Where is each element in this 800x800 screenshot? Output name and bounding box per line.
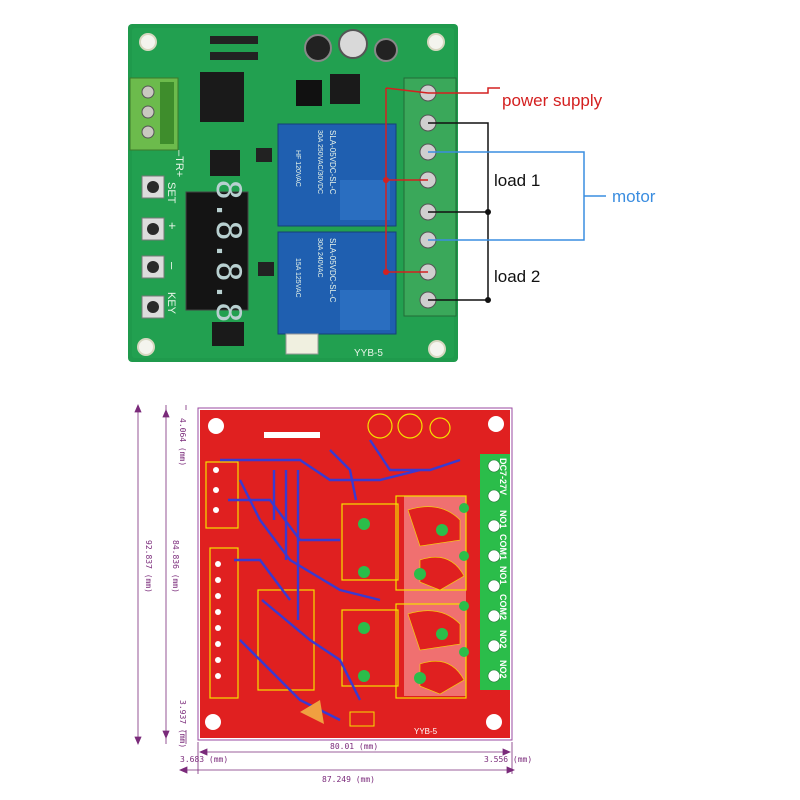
button-set	[141, 175, 165, 199]
terminal-label: NO1	[498, 566, 508, 585]
annotation-motor: motor	[612, 187, 656, 206]
svg-text:SLA-05VDC-SL-C: SLA-05VDC-SL-C	[328, 130, 337, 195]
svg-text:8.8.8.8: 8.8.8.8	[208, 179, 248, 322]
terminal-label: NO2	[498, 630, 508, 649]
board-label: YYB-5	[354, 348, 383, 359]
trigger-input-terminal	[129, 77, 179, 151]
svg-text:15A 125VAC: 15A 125VAC	[294, 258, 301, 298]
svg-text:30A 240VAC: 30A 240VAC	[316, 238, 323, 278]
svg-text:30A 250VAC/30VDC: 30A 250VAC/30VDC	[316, 130, 323, 194]
label-trigger: –TR+	[173, 150, 185, 177]
annotation-load-1: load 1	[494, 171, 540, 190]
terminal-column	[480, 454, 510, 690]
capacitors	[304, 29, 398, 62]
layout-board-label: YYB-5	[414, 727, 438, 736]
seven-segment-display: 8.8.8.8	[185, 179, 249, 323]
annotation-power-supply: power supply	[502, 91, 603, 110]
dim-right-margin: 3.556 (mm)	[484, 755, 532, 764]
label-plus: +	[165, 222, 180, 230]
button-minus	[141, 255, 165, 279]
button-plus	[141, 217, 165, 241]
button-key	[141, 295, 165, 319]
label-set: SET	[165, 182, 177, 204]
mount-hole	[137, 338, 155, 356]
label-minus: –	[165, 262, 180, 270]
wiring-lines	[383, 87, 606, 303]
terminal-label: DC7-27V	[498, 458, 508, 495]
label-key: KEY	[165, 292, 177, 315]
terminal-label: NO1	[498, 510, 508, 529]
svg-text:SLA-05VDC-SL-C: SLA-05VDC-SL-C	[328, 238, 337, 303]
mount-hole	[427, 33, 445, 51]
terminal-label: COM1	[498, 534, 508, 560]
dim-width-inner: 80.01 (mm)	[330, 742, 378, 751]
mount-hole	[139, 33, 157, 51]
jst-connector	[285, 333, 319, 355]
dim-left-margin: 3.683 (mm)	[180, 755, 228, 764]
jst-footprint	[300, 700, 324, 724]
pcb-layout-drawing: DC7-27V NO1 COM1 NO1 COM2 NO2 NO2 YYB-5	[197, 407, 513, 741]
dim-height-inner: 84.836 (mm)	[171, 540, 180, 593]
ic-chips	[200, 72, 360, 346]
terminal-label: NO2	[498, 660, 508, 679]
output-terminal-block	[403, 77, 457, 317]
dimension-lines	[134, 403, 516, 774]
svg-text:HF 120VAC: HF 120VAC	[294, 150, 301, 187]
relay-2: SLA-05VDC-SL-C 30A 240VAC 15A 125VAC	[277, 231, 397, 335]
dim-top-margin: 4.064 (mm)	[178, 418, 187, 466]
mount-hole	[428, 340, 446, 358]
dim-width-total: 87.249 (mm)	[322, 775, 375, 784]
annotation-load-2: load 2	[494, 267, 540, 286]
terminal-label: COM2	[498, 594, 508, 620]
pin-header	[210, 36, 258, 60]
dim-bottom-margin: 3.937 (mm)	[178, 700, 187, 748]
dim-height-total: 92.837 (mm)	[144, 540, 153, 593]
relay-board-photo: –TR+ SET + – KEY 8.8.8.8 SLA-05VDC-SL-C …	[128, 24, 458, 362]
relay-1: SLA-05VDC-SL-C 30A 250VAC/30VDC HF 120VA…	[277, 123, 397, 227]
